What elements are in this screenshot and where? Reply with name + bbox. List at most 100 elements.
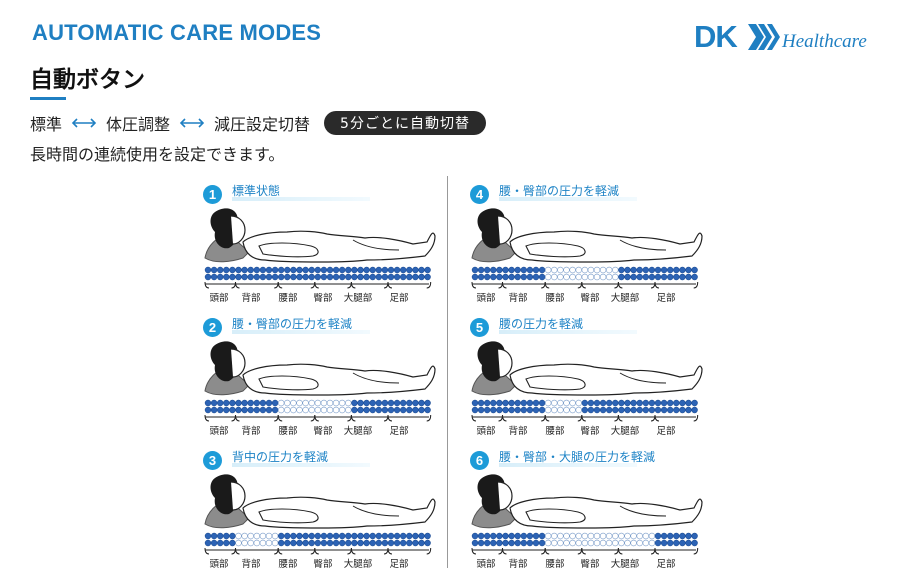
air-cell xyxy=(253,532,260,540)
patient-face xyxy=(497,481,513,511)
air-cell xyxy=(241,273,248,281)
mode-number-badge: 1 xyxy=(203,185,222,204)
air-cell xyxy=(235,539,242,547)
air-cell xyxy=(290,539,297,547)
air-cell xyxy=(490,399,497,407)
air-cell xyxy=(345,406,352,414)
air-cell xyxy=(229,266,236,274)
air-cell xyxy=(204,266,212,274)
patient-face xyxy=(497,348,513,378)
zone-bracket-tick xyxy=(544,414,583,422)
air-cell xyxy=(210,273,218,281)
air-cell xyxy=(284,399,291,407)
air-cell xyxy=(393,399,401,407)
air-cell xyxy=(526,273,534,281)
air-cell xyxy=(520,273,527,281)
air-cell xyxy=(618,406,625,414)
air-cell xyxy=(345,266,352,274)
air-cell xyxy=(406,532,413,540)
air-cell xyxy=(393,406,401,414)
air-cell xyxy=(332,273,340,281)
air-cell xyxy=(471,539,479,547)
air-cell xyxy=(332,266,340,274)
patient-arm xyxy=(525,508,586,524)
air-cell xyxy=(654,539,662,547)
air-cell xyxy=(357,406,364,414)
air-cell xyxy=(235,273,242,281)
air-cell xyxy=(563,399,570,407)
air-cell xyxy=(320,399,328,407)
air-cell xyxy=(667,266,674,274)
air-cell xyxy=(332,539,340,547)
air-cell xyxy=(277,399,285,407)
patient-body xyxy=(242,230,436,263)
air-cell xyxy=(508,273,515,281)
air-cell xyxy=(575,399,582,407)
air-cell xyxy=(557,273,564,281)
air-cell xyxy=(569,399,576,407)
air-cell xyxy=(406,266,413,274)
body-zone-label: 頭部 xyxy=(209,425,228,435)
air-cell xyxy=(532,399,540,407)
air-cell xyxy=(502,539,509,547)
air-cell xyxy=(375,266,383,274)
zone-bracket-tick xyxy=(204,547,236,555)
air-cell xyxy=(685,399,692,407)
air-cell xyxy=(490,539,497,547)
zone-bracket-tick xyxy=(617,547,656,555)
air-cell xyxy=(339,539,346,547)
zone-bracket-tick xyxy=(581,547,619,555)
air-cell xyxy=(400,406,407,414)
air-cell xyxy=(271,399,279,407)
air-cell xyxy=(606,266,613,274)
air-cell xyxy=(290,406,297,414)
air-cell xyxy=(369,399,376,407)
air-cell xyxy=(569,266,576,274)
air-cell xyxy=(618,539,625,547)
air-cell xyxy=(477,532,485,540)
air-cell xyxy=(277,266,285,274)
air-cell xyxy=(296,273,303,281)
air-cell xyxy=(654,266,662,274)
air-cell xyxy=(526,539,534,547)
air-cell xyxy=(241,266,248,274)
air-cell xyxy=(538,532,546,540)
air-cell xyxy=(667,539,674,547)
column-divider xyxy=(447,176,448,568)
air-cell xyxy=(630,399,637,407)
air-cell xyxy=(302,266,309,274)
air-cell xyxy=(265,539,273,547)
air-cell xyxy=(636,406,643,414)
zone-bracket-tick xyxy=(544,281,583,289)
air-cell xyxy=(648,539,656,547)
air-cell xyxy=(375,273,383,281)
air-cell xyxy=(691,539,698,547)
air-cell xyxy=(217,399,224,407)
patient-face xyxy=(230,481,246,511)
zone-bracket-tick xyxy=(204,414,236,422)
air-cell xyxy=(636,399,643,407)
air-cell xyxy=(593,406,601,414)
air-cell xyxy=(477,399,485,407)
air-cell xyxy=(484,266,491,274)
air-cell xyxy=(210,266,218,274)
body-zone-label: 大腿部 xyxy=(611,425,640,435)
air-cell xyxy=(563,532,570,540)
air-cell xyxy=(357,273,364,281)
air-cell xyxy=(569,273,576,281)
air-cell xyxy=(691,399,698,407)
air-cell xyxy=(648,399,656,407)
air-cell xyxy=(253,406,260,414)
zone-bracket-tick xyxy=(235,547,279,555)
air-cell xyxy=(381,532,389,540)
air-cell xyxy=(544,273,552,281)
air-cell xyxy=(284,266,291,274)
air-cell xyxy=(381,266,389,274)
air-cell xyxy=(490,266,497,274)
air-cell xyxy=(210,539,218,547)
air-cell xyxy=(520,399,527,407)
flow-step-decompression: 減圧設定切替 xyxy=(214,115,311,134)
air-cell xyxy=(624,266,631,274)
zone-bracket-tick xyxy=(581,281,619,289)
patient-on-air-mattress-illustration: 頭部背部腰部臀部大腿部足部 xyxy=(204,341,436,435)
